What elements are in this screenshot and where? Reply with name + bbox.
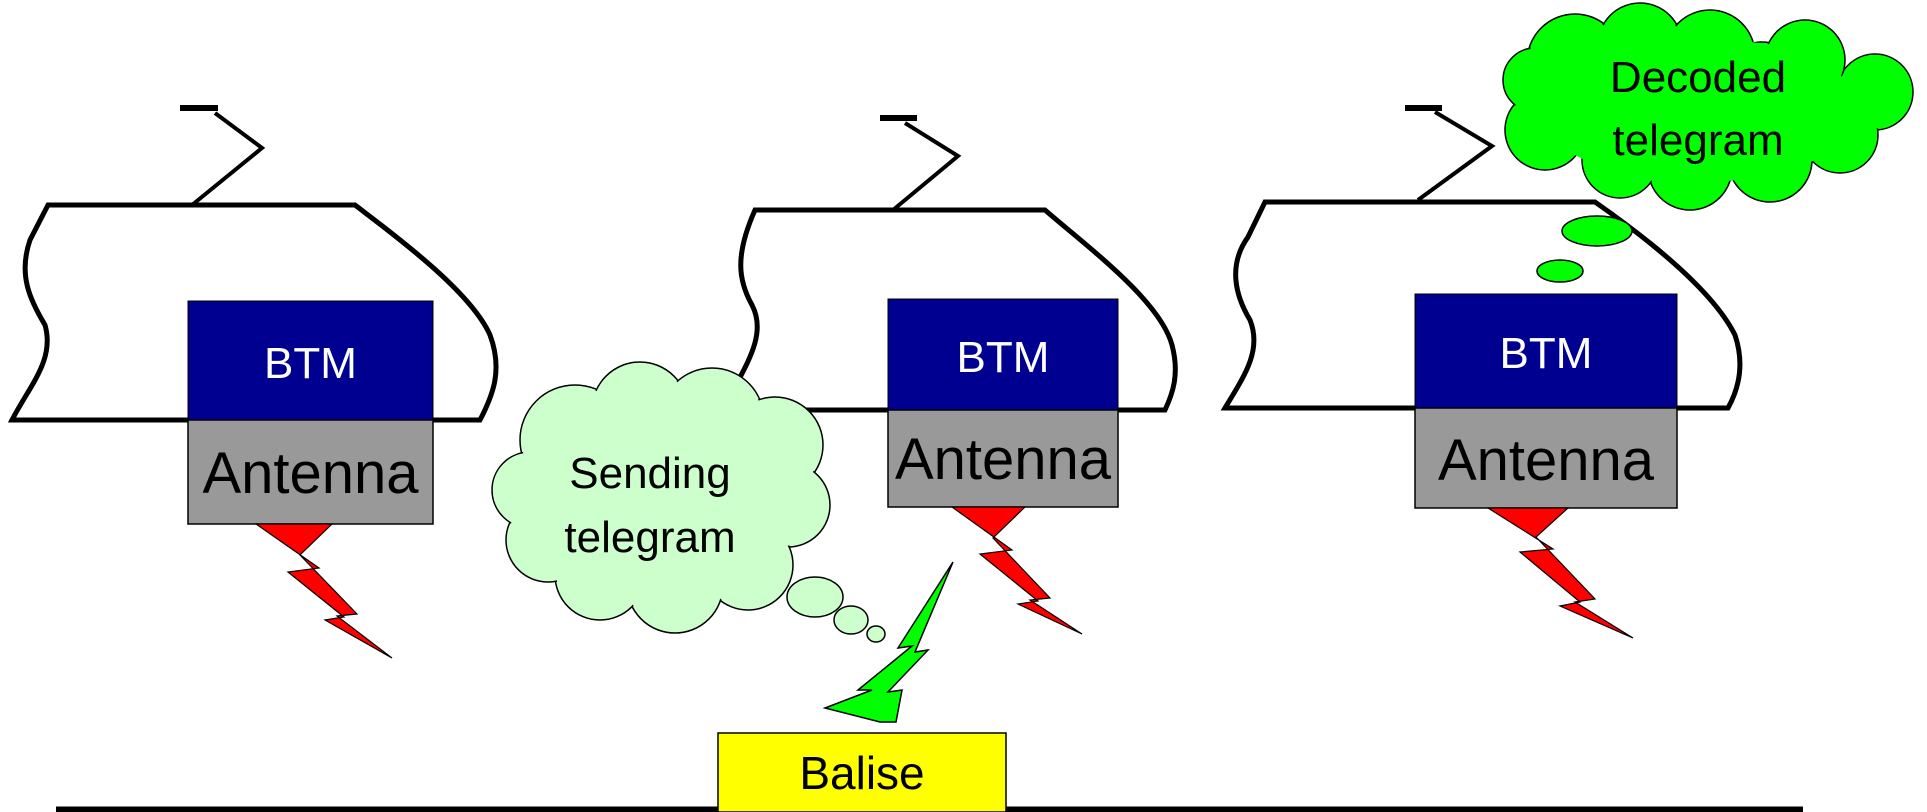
btm-box	[887, 298, 1119, 411]
balise: Balise	[717, 561, 1007, 812]
pantograph-arm	[1416, 110, 1496, 202]
pantograph-arm	[891, 121, 962, 212]
antenna-box	[887, 409, 1119, 508]
decoded-telegram-bubble: Decoded telegram	[1502, 2, 1914, 283]
antenna-box	[1414, 407, 1678, 509]
lightning-icon	[950, 506, 1083, 635]
train-1: BTM Antenna	[7, 105, 499, 659]
antenna-label: Antenna	[1438, 428, 1655, 493]
thought-trail	[786, 576, 886, 643]
bubble-line-1: Decoded	[1610, 53, 1786, 102]
train-3: BTM Antenna	[1220, 105, 1743, 639]
btm-box	[1414, 293, 1678, 409]
btm-box	[187, 300, 434, 421]
pantograph-arm	[190, 111, 266, 207]
btm-label: BTM	[1500, 329, 1593, 378]
lightning-icon	[254, 523, 393, 659]
antenna-box	[187, 419, 434, 525]
lightning-icon	[822, 561, 954, 723]
btm-label: BTM	[957, 333, 1050, 382]
bubble-line-1: Sending	[569, 449, 730, 498]
antenna-label: Antenna	[202, 441, 419, 506]
balise-label: Balise	[799, 747, 924, 799]
sending-telegram-bubble: Sending telegram	[491, 361, 886, 643]
btm-label: BTM	[264, 339, 357, 388]
bubble-line-2: telegram	[564, 513, 735, 562]
lightning-icon	[1485, 507, 1634, 639]
thought-trail	[1536, 215, 1633, 283]
train-2: BTM Antenna	[733, 115, 1178, 635]
antenna-label: Antenna	[895, 427, 1112, 492]
balise-box	[717, 732, 1007, 812]
bubble-line-2: telegram	[1612, 116, 1783, 165]
